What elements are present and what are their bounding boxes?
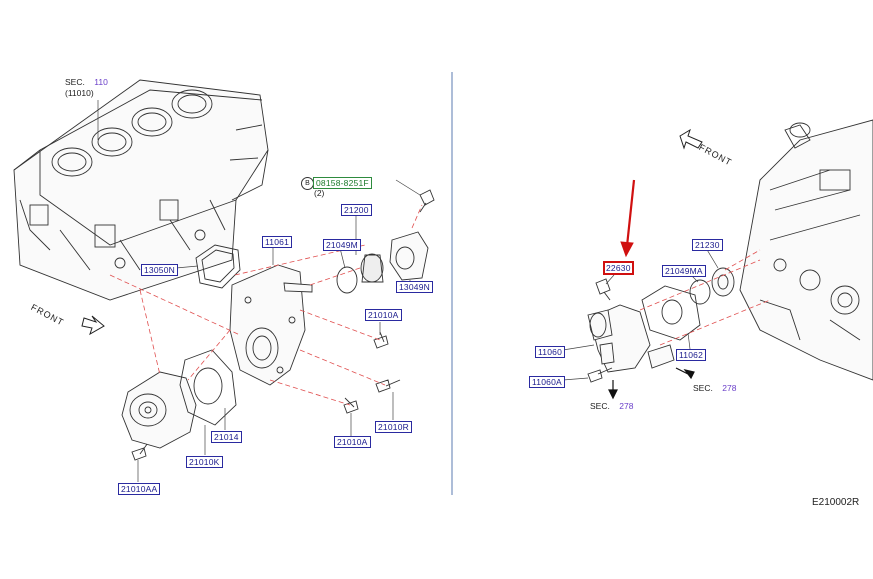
gasket-right-drawing [641, 279, 711, 341]
sec-prefix: SEC. [693, 383, 713, 393]
bolt-11060A-drawing [587, 367, 613, 383]
sec278-arrows [608, 367, 695, 400]
leader-dashes-left [109, 204, 423, 406]
engine-head-drawing [739, 119, 873, 381]
sec-prefix: SEC. [65, 77, 85, 87]
figure-code: E210002R [812, 497, 860, 508]
callout-arrow [620, 179, 636, 258]
part-21200[interactable]: 21200 [341, 204, 372, 216]
sec-110-subpart: (11010) [65, 88, 94, 98]
sec-278-left-ref[interactable]: SEC. 278 [590, 401, 633, 411]
sec-number[interactable]: 278 [619, 401, 634, 411]
water-outlet-drawing [587, 304, 675, 373]
gasket-21014-drawing [179, 349, 237, 426]
part-13050N[interactable]: 13050N [141, 264, 178, 276]
thermostat-drawing [336, 231, 429, 294]
thermostat-housing-right [711, 267, 735, 297]
part-11060A[interactable]: 11060A [529, 376, 565, 388]
gasket-13050N-drawing [195, 244, 241, 289]
water-pump-drawing [121, 371, 197, 449]
bolt-qty: (2) [314, 188, 325, 198]
part-21014[interactable]: 21014 [211, 431, 242, 443]
part-22630-highlighted[interactable]: 22630 [603, 261, 634, 275]
sec-110-ref[interactable]: SEC. 110 [65, 77, 108, 87]
sec-number[interactable]: 278 [722, 383, 737, 393]
bolts-drawing [131, 331, 401, 461]
sec-278-right-ref[interactable]: SEC. 278 [693, 383, 736, 393]
part-21010AA[interactable]: 21010AA [118, 483, 161, 495]
part-21049M[interactable]: 21049M [323, 239, 361, 251]
part-21010R[interactable]: 21010R [375, 421, 412, 433]
front-arrow-left [81, 315, 105, 336]
leader-dashes-right [639, 249, 771, 346]
part-11060[interactable]: 11060 [535, 346, 566, 358]
part-21230[interactable]: 21230 [692, 239, 723, 251]
front-arrow-right [679, 128, 703, 150]
part-11061[interactable]: 11061 [262, 236, 293, 248]
part-21010A-top[interactable]: 21010A [365, 309, 402, 321]
sec-prefix: SEC. [590, 401, 610, 411]
part-13049N[interactable]: 13049N [396, 281, 433, 293]
part-21010A-bottom[interactable]: 21010A [334, 436, 371, 448]
engine-block-drawing [13, 79, 269, 301]
part-21049MA[interactable]: 21049MA [662, 265, 706, 277]
part-21010K[interactable]: 21010K [186, 456, 223, 468]
pump-housing-drawing [229, 264, 313, 386]
part-11062[interactable]: 11062 [676, 349, 707, 361]
sec-number[interactable]: 110 [94, 77, 108, 87]
temp-sensor-drawing [595, 278, 611, 301]
bolt-08158-drawing [419, 189, 435, 213]
part-08158-8251F[interactable]: 08158-8251F [313, 177, 372, 189]
